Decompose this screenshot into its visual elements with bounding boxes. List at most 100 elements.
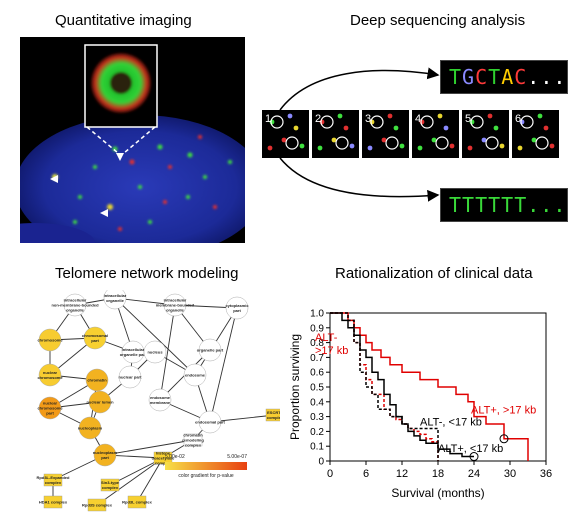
y-axis-label: Proportion surviving [288,334,302,440]
cluster-circle [420,115,434,129]
node-label: organelle part [197,348,224,353]
cluster-circle [285,136,299,150]
node-label: Rpd3L complex [122,500,152,505]
colored-sequence-read: TGCTAC... [440,60,568,94]
node-label: nucleus [147,350,163,355]
y-tick-label: 0.7 [310,353,324,364]
network-node: endosomal part [195,410,226,434]
cluster-circle [320,115,334,129]
arrowhead-marker [100,209,108,217]
cluster-circle [335,136,349,150]
frame-number: 4 [415,113,421,125]
y-tick-label: 1.0 [310,309,324,320]
cluster-circle [535,136,549,150]
x-tick-label: 30 [504,468,516,480]
network-node: nuclear part [119,365,142,389]
nucleus-shape [20,115,245,243]
frame-number: 5 [465,113,471,125]
series-line-3 [330,312,474,458]
legend-max: 5.00e-07 [227,454,247,460]
y-tick-label: 0.5 [310,383,324,394]
base-2: C [475,65,489,89]
series-line-0 [330,312,529,461]
node-label: Rpd3S complex [82,503,113,508]
cluster-circle [485,136,499,150]
network-node: organelle part [197,338,224,362]
frame-number: 1 [265,113,271,125]
arrow-to-T-read [279,157,440,202]
network-node: Rpd3S complex [82,498,113,512]
frame-4: 4 [412,110,459,158]
node-label: endosomal part [195,420,225,425]
node-label: nucleoplasm [78,426,103,431]
node-label: chromosome [37,338,63,343]
frame-number: 6 [515,113,521,125]
sequencing-title: Deep sequencing analysis [350,12,526,29]
frame-number: 2 [315,113,321,125]
censor-marker [499,434,509,444]
sequencing-diagram [279,67,440,202]
frame-6: 6 [512,110,559,158]
y-tick-label: 0.2 [310,427,324,438]
network-node: nucleoplasm [78,416,103,440]
y-tick-label: 0.1 [310,442,324,453]
cluster-circle [520,115,534,129]
series-line-1 [330,312,439,461]
y-tick-label: 0 [318,457,324,468]
y-tick-label: 0.9 [310,323,324,334]
base-6: ... [527,65,567,89]
telomere-foci [52,135,232,231]
legend-caption: color gradient for p-value [178,473,234,479]
series-annotation: ALT+, >17 kb [471,405,536,417]
y-tick-label: 0.4 [310,397,324,408]
series-annotation: ALT->17 kb [315,332,348,357]
base-0: T [449,65,463,89]
series-annotation: ALT-, <17 kb [420,416,482,428]
cluster-circle [435,136,449,150]
node-label: nuclear lumen [86,400,114,405]
network-node: ESCRT Icomplex [265,408,280,422]
x-tick-label: 18 [432,468,444,480]
node-label: endosome [185,373,206,378]
base-5: C [514,65,528,89]
x-tick-label: 36 [540,468,552,480]
network-node: Rpd3L complex [122,495,153,509]
arrow-to-colored-read [279,67,440,111]
base-4: A [501,65,515,89]
y-tick-label: 0.3 [310,412,324,423]
frame-5: 5 [462,110,509,158]
x-tick-label: 0 [327,468,333,480]
x-axis-label: Survival (months) [391,486,484,500]
arrowhead-marker [50,175,58,183]
base-3: T [488,65,502,89]
x-tick-label: 6 [363,468,369,480]
network-node: nucleus [143,340,167,364]
network-node: chromatin [85,368,109,392]
cluster-circle [385,136,399,150]
arrowhead-marker [116,153,124,161]
